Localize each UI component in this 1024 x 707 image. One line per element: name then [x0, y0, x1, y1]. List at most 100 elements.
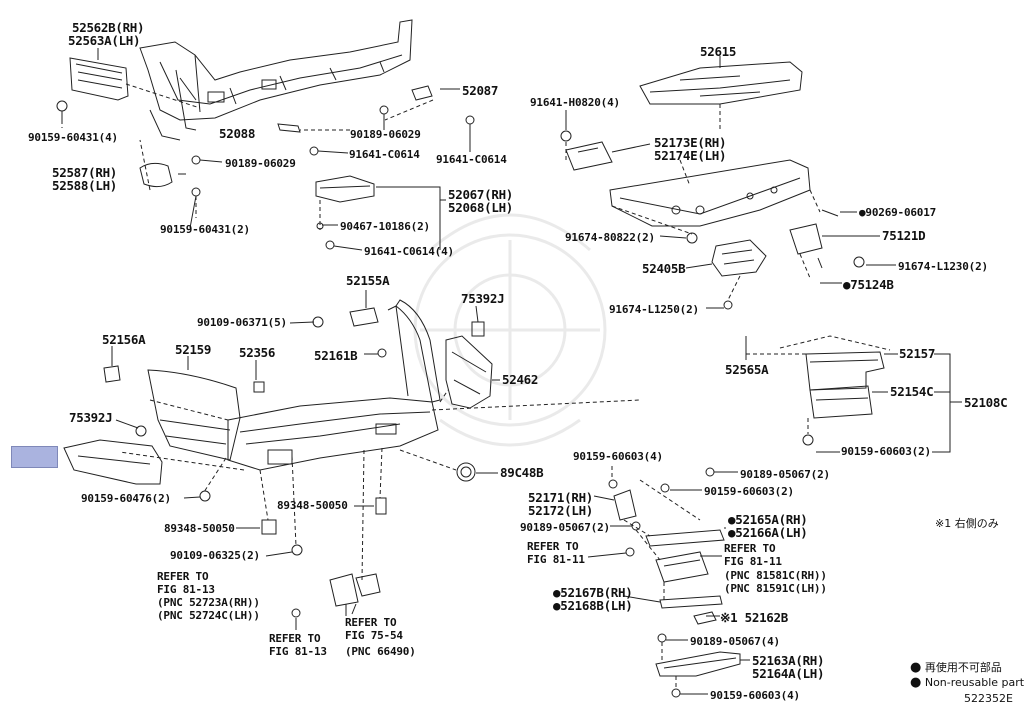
part-label-89348-50050-a[interactable]: 89348-50050 [277, 499, 348, 512]
part-label-91674-l1230[interactable]: 91674-L1230(2) [898, 260, 988, 273]
watermark [413, 213, 607, 447]
legend-jp: ● 再使用不可部品 [896, 651, 1002, 684]
part-52067-stay [315, 175, 375, 203]
part-label-52167b[interactable]: ●52167B(RH) [553, 585, 633, 600]
part-label-75392j-b[interactable]: 75392J [69, 410, 113, 425]
part-label-90109-06325[interactable]: 90109-06325(2) [170, 549, 260, 562]
part-label-52163a[interactable]: 52163A(RH) [752, 653, 825, 668]
part-label-90189-05067-4[interactable]: 90189-05067(4) [690, 635, 780, 648]
part-label-75121d[interactable]: 75121D [882, 228, 926, 243]
highlight-marker[interactable] [11, 446, 58, 468]
part-label-52173e[interactable]: 52173E(RH) [654, 135, 727, 150]
part-label-91641-c0614-a[interactable]: 91641-C0614 [349, 148, 420, 161]
part-label-refer-8111-a2[interactable]: FIG 81-11 [527, 553, 585, 566]
part-label-refer-8113-b2[interactable]: FIG 81-13 [269, 645, 327, 658]
part-label-refer-8113-a2[interactable]: FIG 81-13 [157, 583, 215, 596]
part-label-90159-60603-2b[interactable]: 90159-60603(2) [704, 485, 794, 498]
part-label-52565a[interactable]: 52565A [725, 362, 769, 377]
legend-en-text: Non-reusable part [924, 676, 1024, 689]
part-label-90109-06371[interactable]: 90109-06371(5) [197, 316, 287, 329]
part-label-52168b[interactable]: ●52168B(LH) [553, 598, 633, 613]
part-label-52588[interactable]: 52588(LH) [52, 178, 118, 193]
part-label-52462[interactable]: 52462 [502, 372, 539, 387]
part-52165a-retainer [645, 529, 725, 547]
rear-frame-assembly [139, 19, 413, 141]
part-label-90189-05067-2b[interactable]: 90189-05067(2) [520, 521, 610, 534]
part-52462-end-cap [445, 335, 493, 409]
part-label-52356[interactable]: 52356 [239, 345, 276, 360]
part-52167b-retainer [659, 595, 723, 609]
part-label-pnc-52724c[interactable]: (PNC 52724C(LH)) [157, 609, 260, 622]
part-label-refer-8111-b1[interactable]: REFER TO [724, 542, 776, 555]
part-label-pnc-81591c[interactable]: (PNC 81591C(LH)) [724, 582, 827, 595]
part-label-90269-06017[interactable]: ●90269-06017 [859, 206, 937, 219]
part-label-52068[interactable]: 52068(LH) [448, 200, 514, 215]
part-label-91674-l1250[interactable]: 91674-L1250(2) [609, 303, 699, 316]
part-label-52405b[interactable]: 52405B [642, 261, 686, 276]
leader-lines-solid-right [565, 110, 896, 309]
part-label-52157[interactable]: 52157 [899, 346, 936, 361]
part-label-90159-60476[interactable]: 90159-60476(2) [81, 492, 171, 505]
leader-lines-solid-upper [178, 88, 471, 251]
part-label-52166a[interactable]: ●52166A(LH) [728, 525, 808, 540]
part-label-52615[interactable]: 52615 [700, 44, 737, 59]
part-label-90189-06029-a[interactable]: 90189-06029 [225, 157, 296, 170]
part-label-90189-06029-b[interactable]: 90189-06029 [350, 128, 421, 141]
part-label-52159[interactable]: 52159 [175, 342, 212, 357]
part-label-52172[interactable]: 52172(LH) [528, 503, 594, 518]
part-label-52155a[interactable]: 52155A [346, 273, 390, 288]
part-label-52108c[interactable]: 52108C [964, 395, 1008, 410]
part-52159-bumper-cover [147, 369, 241, 461]
legend-bullet-1: ● [910, 660, 922, 675]
part-label-75124b[interactable]: ●75124B [843, 277, 894, 292]
part-label-89348-50050-b[interactable]: 89348-50050 [164, 522, 235, 535]
part-label-52563a[interactable]: 52563A(LH) [68, 33, 141, 48]
part-label-91641-h0820[interactable]: 91641-H0820(4) [530, 96, 620, 109]
part-label-52162b[interactable]: ※1 52162B [720, 610, 788, 625]
part-label-52087[interactable]: 52087 [462, 83, 499, 98]
part-label-refer-8111-b2[interactable]: FIG 81-11 [724, 555, 782, 568]
part-label-refer-8113-b1[interactable]: REFER TO [269, 632, 321, 645]
part-label-52562b[interactable]: 52562B(RH) [72, 20, 145, 35]
part-label-52164a[interactable]: 52164A(LH) [752, 666, 825, 681]
part-75121d-bracket [789, 209, 839, 269]
part-label-52171[interactable]: 52171(RH) [528, 490, 594, 505]
part-label-refer-8113-a1[interactable]: REFER TO [157, 570, 209, 583]
part-label-90159-60431-4[interactable]: 90159-60431(4) [28, 131, 118, 144]
part-label-75392j-a[interactable]: 75392J [461, 291, 505, 306]
part-label-52088[interactable]: 52088 [219, 126, 256, 141]
part-label-pnc-52723a[interactable]: (PNC 52723A(RH)) [157, 596, 260, 609]
part-label-pnc-81581c[interactable]: (PNC 81581C(RH)) [724, 569, 827, 582]
part-label-note1[interactable]: ※1 右側のみ [935, 517, 999, 530]
part-label-90159-60603-4b[interactable]: 90159-60603(4) [710, 689, 800, 702]
leader-lines-right-bracket [746, 335, 891, 434]
part-label-52165a[interactable]: ●52165A(RH) [728, 512, 808, 527]
part-label-90467-10186[interactable]: 90467-10186(2) [340, 220, 430, 233]
part-label-90189-05067-2a[interactable]: 90189-05067(2) [740, 468, 830, 481]
legend-jp-text: 再使用不可部品 [924, 661, 1002, 674]
part-label-90159-60603-2a[interactable]: 90159-60603(2) [841, 445, 931, 458]
part-rear-bumper-main [227, 299, 441, 471]
part-label-pnc-66490[interactable]: (PNC 66490) [345, 645, 416, 658]
part-52157-bracket [805, 351, 885, 391]
figure-code: 522352E [964, 692, 1013, 705]
part-label-91641-c0614-b[interactable]: 91641-C0614 [436, 153, 507, 166]
part-label-refer-7554-1[interactable]: REFER TO [345, 616, 397, 629]
leader-lines-upper-left [61, 83, 434, 230]
part-label-91641-c0614-4[interactable]: 91641-C0614(4) [364, 245, 454, 258]
part-label-89c48b[interactable]: 89C48B [500, 465, 544, 480]
part-label-52156a[interactable]: 52156A [102, 332, 146, 347]
part-label-52174e[interactable]: 52174E(LH) [654, 148, 727, 163]
part-label-52067[interactable]: 52067(RH) [448, 187, 514, 202]
part-52587-stay [139, 162, 173, 188]
part-label-refer-8111-a1[interactable]: REFER TO [527, 540, 579, 553]
part-label-52154c[interactable]: 52154C [890, 384, 934, 399]
part-label-90159-60431-2[interactable]: 90159-60431(2) [160, 223, 250, 236]
part-label-52587[interactable]: 52587(RH) [52, 165, 118, 180]
part-label-refer-7554-2[interactable]: FIG 75-54 [345, 629, 403, 642]
leader-lines-upper-right [565, 104, 821, 301]
part-label-90159-60603-4a[interactable]: 90159-60603(4) [573, 450, 663, 463]
part-label-52161b[interactable]: 52161B [314, 348, 358, 363]
part-label-91674-80822[interactable]: 91674-80822(2) [565, 231, 655, 244]
